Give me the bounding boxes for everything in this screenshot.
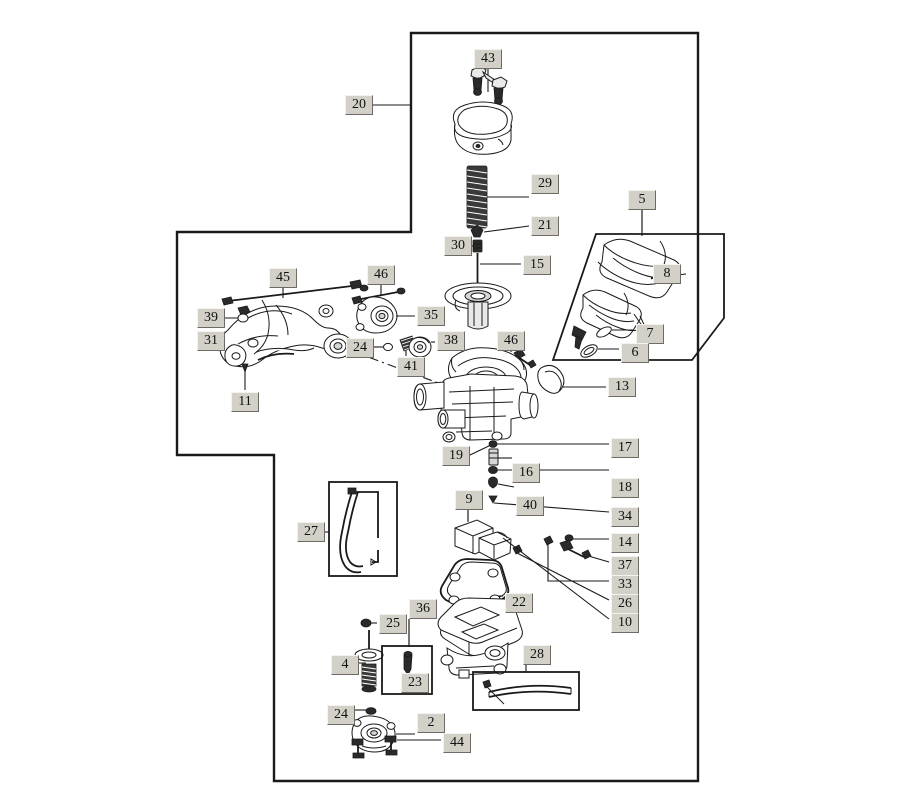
callout-23[interactable]: 23 — [401, 673, 429, 693]
callout-22[interactable]: 22 — [505, 593, 533, 613]
part-38-cam — [408, 336, 435, 358]
part-9-float — [454, 510, 512, 561]
small-fasteners-group — [502, 534, 610, 620]
callout-19[interactable]: 19 — [442, 446, 470, 466]
callout-10[interactable]: 10 — [611, 613, 639, 633]
callout-35[interactable]: 35 — [417, 306, 445, 326]
callout-38[interactable]: 38 — [437, 331, 465, 351]
callout-45[interactable]: 45 — [269, 268, 297, 288]
callout-28[interactable]: 28 — [523, 645, 551, 665]
part-35-housing — [355, 296, 415, 334]
callout-46-upper[interactable]: 46 — [367, 265, 395, 285]
part-29-spring — [466, 165, 529, 229]
callout-14[interactable]: 14 — [611, 533, 639, 553]
callout-39[interactable]: 39 — [197, 308, 225, 328]
callout-13[interactable]: 13 — [608, 377, 636, 397]
part-25-washer — [360, 618, 377, 628]
part-carburetor-body — [413, 347, 539, 443]
part-43-linkage — [470, 65, 508, 105]
callout-27[interactable]: 27 — [297, 522, 325, 542]
callout-26[interactable]: 26 — [611, 594, 639, 614]
callout-29[interactable]: 29 — [531, 174, 559, 194]
callout-40[interactable]: 40 — [516, 496, 544, 516]
callout-34[interactable]: 34 — [611, 507, 639, 527]
callout-30[interactable]: 30 — [444, 236, 472, 256]
callout-37[interactable]: 37 — [611, 556, 639, 576]
callout-24-lower[interactable]: 24 — [327, 705, 355, 725]
callout-24-upper[interactable]: 24 — [346, 338, 374, 358]
part-diaphragm-cover — [452, 101, 513, 155]
part-vacuum-slide — [444, 282, 512, 330]
part-44-bolts — [351, 735, 441, 759]
part-2-flange — [351, 715, 415, 753]
part-float-bowl — [437, 597, 523, 679]
callout-6[interactable]: 6 — [621, 343, 649, 363]
callout-11[interactable]: 11 — [231, 392, 259, 412]
part-11-throttle-lever — [219, 299, 353, 390]
callout-15[interactable]: 15 — [523, 255, 551, 275]
callout-31[interactable]: 31 — [197, 331, 225, 351]
group-23-frame — [381, 619, 433, 695]
callout-4[interactable]: 4 — [331, 655, 359, 675]
needle-seat-stack — [469, 440, 610, 513]
callout-43[interactable]: 43 — [474, 49, 502, 69]
part-24-oring-upper — [374, 342, 393, 352]
callout-44[interactable]: 44 — [443, 733, 471, 753]
callout-33[interactable]: 33 — [611, 575, 639, 595]
group-27-frame — [325, 481, 398, 577]
part-6-oring — [580, 344, 619, 358]
part-13-clip — [537, 364, 606, 394]
callout-46-right[interactable]: 46 — [497, 331, 525, 351]
callout-18[interactable]: 18 — [611, 478, 639, 498]
callout-9[interactable]: 9 — [455, 490, 483, 510]
callout-17[interactable]: 17 — [611, 438, 639, 458]
callout-8[interactable]: 8 — [653, 264, 681, 284]
leader-40 — [497, 483, 515, 488]
callout-7[interactable]: 7 — [636, 324, 664, 344]
part-30-clip — [472, 239, 483, 253]
callout-16[interactable]: 16 — [512, 463, 540, 483]
leader-21 — [483, 225, 530, 233]
callout-20[interactable]: 20 — [345, 95, 373, 115]
main-assembly-frame — [175, 31, 700, 783]
callout-5[interactable]: 5 — [628, 190, 656, 210]
callout-21[interactable]: 21 — [531, 216, 559, 236]
group-28-frame — [472, 665, 580, 711]
callout-25[interactable]: 25 — [379, 614, 407, 634]
part-4-needle-valve — [348, 630, 384, 693]
leader-34 — [493, 502, 610, 513]
part-45-rod — [221, 279, 369, 306]
part-24-oring-lower — [355, 707, 377, 715]
callout-41[interactable]: 41 — [397, 357, 425, 377]
alignment-dash-line — [351, 350, 442, 385]
callout-2[interactable]: 2 — [417, 713, 445, 733]
callout-36[interactable]: 36 — [409, 599, 437, 619]
part-21-retainer — [470, 224, 530, 238]
